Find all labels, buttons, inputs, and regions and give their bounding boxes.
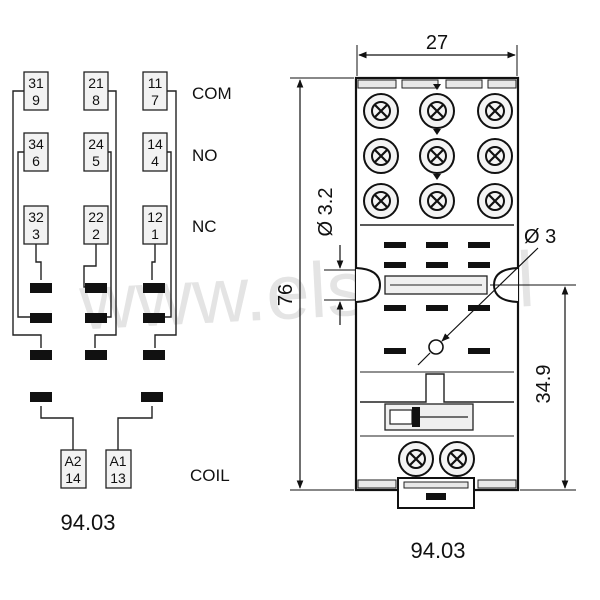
svg-text:A1: A1 bbox=[109, 453, 126, 469]
svg-text:A2: A2 bbox=[64, 453, 81, 469]
dim-offset-label: 34.9 bbox=[533, 365, 555, 404]
dimension-drawing: 27 76 Ø 3.2 bbox=[275, 32, 576, 563]
svg-text:34: 34 bbox=[28, 136, 44, 152]
svg-text:31: 31 bbox=[28, 75, 44, 91]
terminal-com-2: 21 8 bbox=[83, 71, 109, 111]
terminal-no-3: 14 4 bbox=[142, 132, 168, 172]
terminal-nc-3: 12 1 bbox=[142, 205, 168, 245]
svg-text:6: 6 bbox=[32, 153, 40, 169]
svg-text:32: 32 bbox=[28, 209, 44, 225]
label-coil: COIL bbox=[190, 466, 230, 485]
svg-text:12: 12 bbox=[147, 209, 163, 225]
svg-text:24: 24 bbox=[88, 136, 104, 152]
wiring-schematic: 31 9 34 6 32 3 21 8 24 5 22 2 bbox=[12, 71, 232, 535]
svg-text:9: 9 bbox=[32, 92, 40, 108]
svg-text:22: 22 bbox=[88, 209, 104, 225]
label-nc: NC bbox=[192, 217, 217, 236]
drawing-title: 94.03 bbox=[410, 538, 465, 563]
dim-height-label: 76 bbox=[275, 284, 297, 306]
terminal-nc-1: 32 3 bbox=[23, 205, 49, 245]
svg-text:8: 8 bbox=[92, 92, 100, 108]
svg-text:14: 14 bbox=[147, 136, 163, 152]
svg-text:1: 1 bbox=[151, 226, 159, 242]
terminal-com-1: 31 9 bbox=[23, 71, 49, 111]
label-com: COM bbox=[192, 84, 232, 103]
label-no: NO bbox=[192, 146, 218, 165]
svg-text:3: 3 bbox=[32, 226, 40, 242]
din-clip bbox=[397, 477, 475, 509]
svg-text:4: 4 bbox=[151, 153, 159, 169]
terminal-no-2: 24 5 bbox=[83, 132, 109, 172]
dim-hole-label: Ø 3 bbox=[524, 226, 556, 248]
svg-text:13: 13 bbox=[110, 470, 126, 486]
svg-text:14: 14 bbox=[65, 470, 81, 486]
relay-slot-area bbox=[355, 242, 519, 373]
dim-width-label: 27 bbox=[426, 32, 448, 54]
svg-text:11: 11 bbox=[148, 75, 163, 91]
dim-small-hole-label: Ø 3.2 bbox=[315, 188, 337, 237]
svg-text:21: 21 bbox=[88, 75, 104, 91]
coil-terminal-block bbox=[357, 373, 517, 489]
terminal-com-3: 11 7 bbox=[142, 71, 168, 111]
contact-bars bbox=[30, 283, 165, 402]
svg-text:5: 5 bbox=[92, 153, 100, 169]
svg-text:7: 7 bbox=[151, 92, 159, 108]
coil-terminal-a2: A2 14 bbox=[60, 449, 87, 489]
schematic-title: 94.03 bbox=[60, 510, 115, 535]
terminal-block-top bbox=[357, 79, 517, 226]
terminal-no-1: 34 6 bbox=[23, 132, 49, 172]
coil-terminal-a1: A1 13 bbox=[105, 449, 132, 489]
terminal-nc-2: 22 2 bbox=[83, 205, 109, 245]
svg-text:2: 2 bbox=[92, 226, 100, 242]
